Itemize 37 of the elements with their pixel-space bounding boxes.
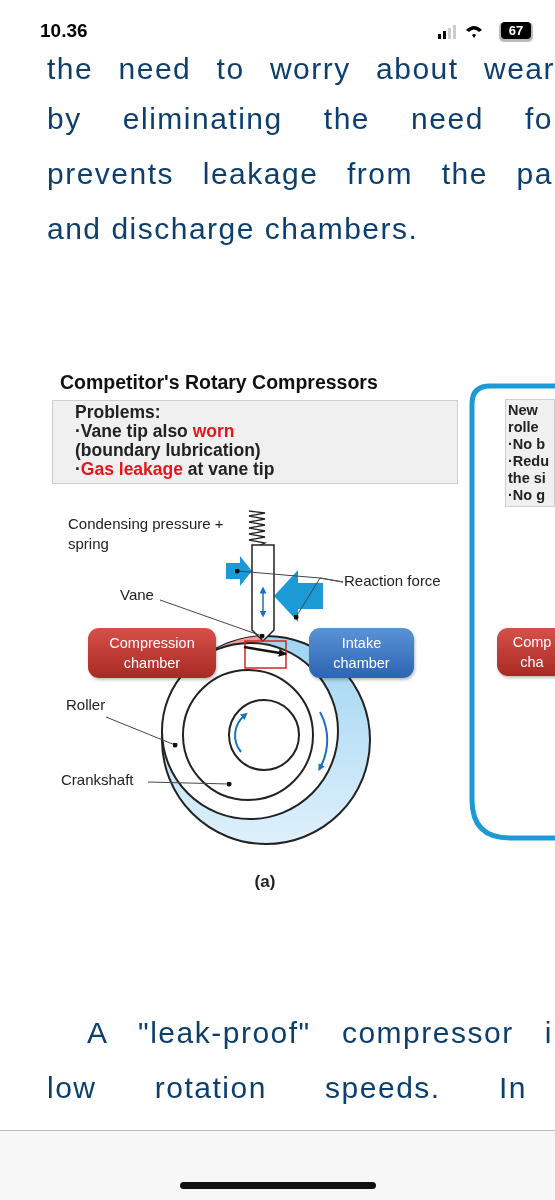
note-text: ·Redu — [508, 453, 551, 470]
note-text: New — [508, 402, 539, 419]
note-text: ·No b — [508, 436, 547, 453]
part-label: Reaction force — [344, 572, 441, 589]
paragraph-line: by eliminating the need fo — [47, 102, 553, 136]
force-arrow — [226, 556, 252, 586]
note-text: ·Gas leakage at vane tip — [75, 460, 276, 479]
spring-label: Condensing pressure + spring — [68, 514, 225, 554]
paragraph-line: prevents leakage from the pa — [47, 157, 553, 191]
diagram-title: Competitor's Rotary Compressors — [60, 371, 378, 394]
note-text: ·Vane tip also worn (boundary lubrication) — [75, 422, 262, 460]
paragraph-line: low rotation speeds. In — [47, 1071, 527, 1105]
problems-note — [52, 400, 458, 484]
part-label: Crankshaft — [61, 771, 134, 788]
leader-line — [105, 716, 178, 748]
figure-caption: (a) — [253, 872, 277, 892]
vane-blade — [251, 544, 275, 643]
chamber-label: Intake chamber — [309, 628, 414, 678]
part-label: Vane — [120, 586, 154, 603]
chamber-label: Compression chamber — [88, 628, 216, 678]
paragraph-line: A "leak-proof" compressor i — [87, 1016, 553, 1050]
leader-line — [293, 577, 344, 620]
paragraph-line: and discharge chambers. — [47, 212, 420, 246]
leader-line — [159, 599, 265, 639]
note-text: ·No g — [508, 487, 547, 504]
feature-note — [505, 399, 555, 507]
force-arrow — [274, 570, 323, 622]
part-label: Roller — [66, 696, 106, 713]
chamber-label: Comp cha — [497, 628, 555, 676]
crankshaft-ring — [182, 669, 314, 801]
battery-level: 67 — [501, 22, 531, 39]
paragraph-line: the need to worry about wear — [47, 52, 555, 86]
note-text: Problems: — [75, 403, 162, 422]
leader-line — [147, 781, 232, 787]
note-text: the si — [508, 470, 547, 487]
note-text: rolle — [508, 419, 540, 436]
clock-time: 10.36 — [40, 20, 89, 42]
